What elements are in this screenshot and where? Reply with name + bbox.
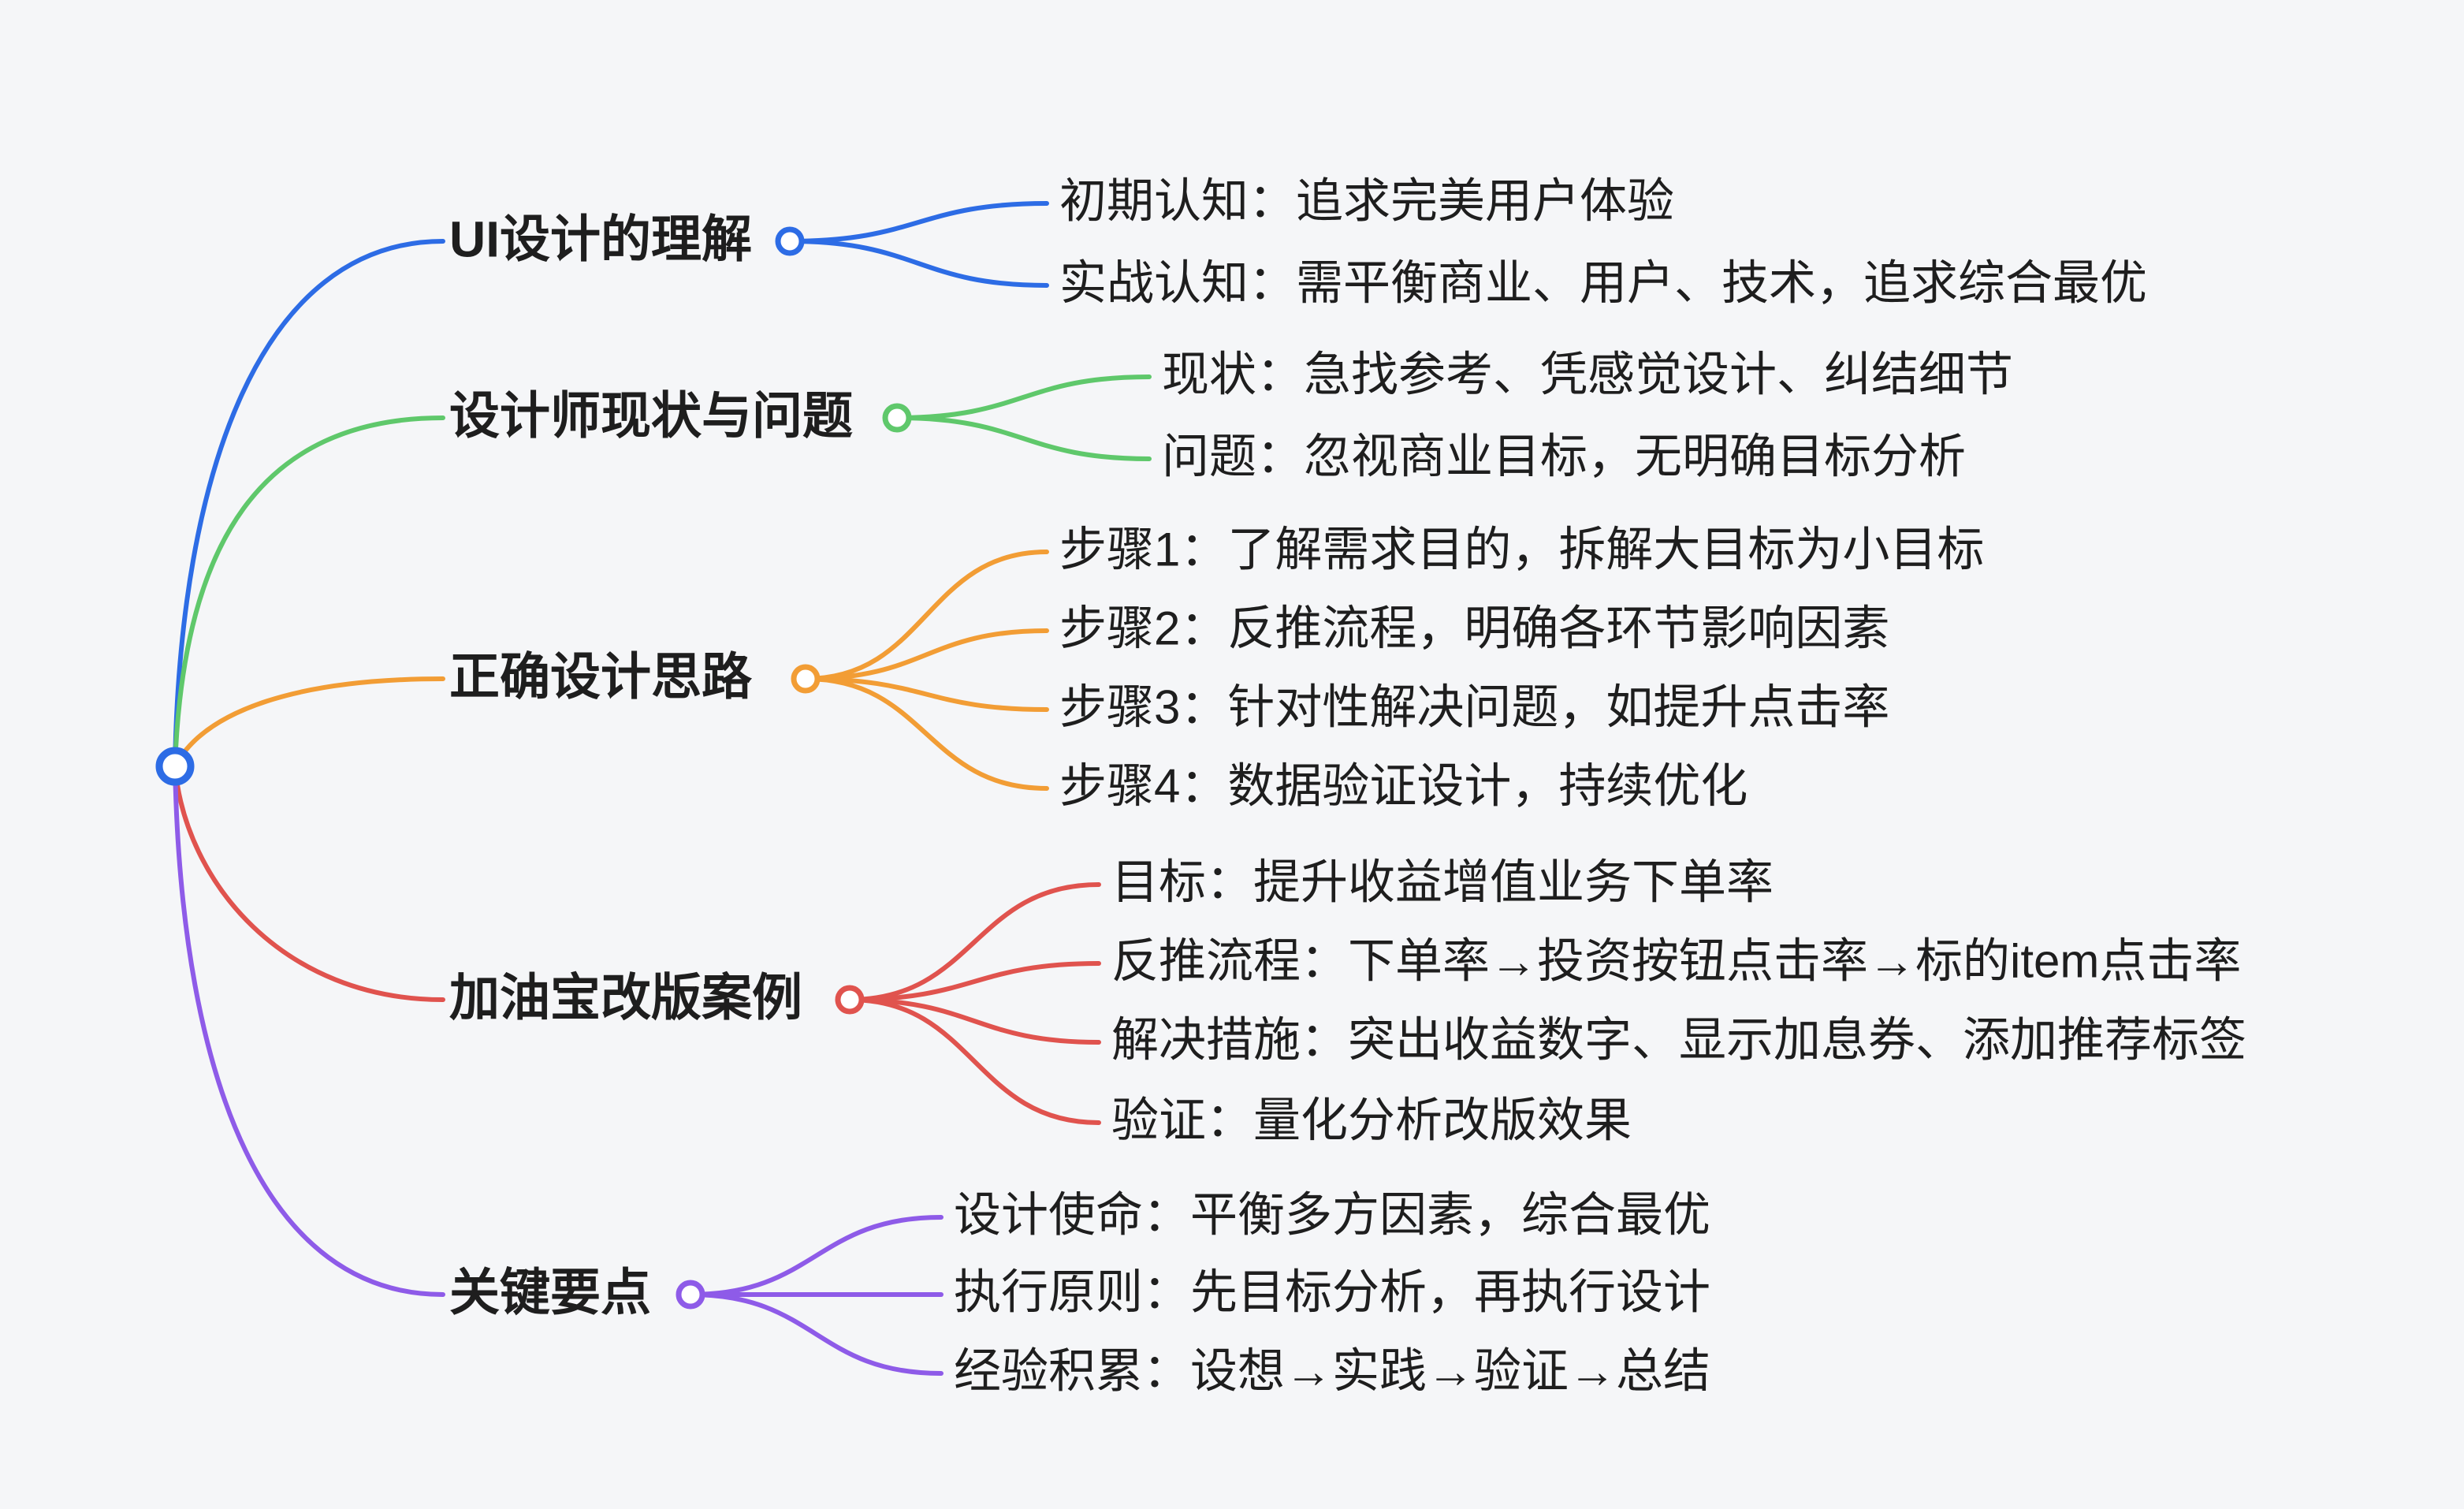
branch-node-jiayoubao-case[interactable]: 加油宝改版案例 — [449, 969, 802, 1026]
child-node[interactable]: 现状：急找参考、凭感觉设计、纠结细节 — [1162, 348, 2013, 401]
child-curve — [847, 997, 1101, 1125]
child-curve — [803, 628, 1049, 681]
child-curve — [803, 550, 1049, 681]
branch-curve-ui — [173, 239, 445, 769]
child-curve — [847, 882, 1101, 1002]
branch-node-key-points[interactable]: 关键要点 — [449, 1264, 651, 1321]
child-curve — [895, 415, 1152, 461]
child-curve — [787, 239, 1049, 288]
child-node[interactable]: 实战认知：需平衡商业、用户、技术，追求综合最优 — [1059, 256, 2147, 310]
branch-curve-keypoints — [173, 764, 445, 1297]
branch-node-designer-status-problems[interactable]: 设计师现状与问题 — [449, 387, 853, 445]
branch-connector-dot[interactable] — [882, 403, 912, 433]
branch-connector-dot[interactable] — [791, 664, 821, 694]
child-node[interactable]: 反推流程：下单率→投资按钮点击率→标的item点击率 — [1111, 934, 2242, 988]
child-node[interactable]: 步骤1：了解需求目的，拆解大目标为小目标 — [1059, 523, 1985, 576]
branch-curve-status — [173, 415, 445, 769]
child-curve — [803, 676, 1049, 712]
child-node[interactable]: 解决措施：突出收益数字、显示加息券、添加推荐标签 — [1111, 1013, 2246, 1067]
child-curve — [895, 374, 1152, 420]
branch-curve-thinking — [173, 676, 445, 769]
branch-node-correct-design-thinking[interactable]: 正确设计思路 — [449, 648, 752, 706]
child-node[interactable]: 执行原则：先目标分析，再执行设计 — [954, 1265, 1710, 1319]
branch-curve-case — [173, 764, 445, 1002]
child-node[interactable]: 问题：忽视商业目标，无明确目标分析 — [1162, 430, 1966, 483]
child-curve — [847, 961, 1101, 1002]
child-node[interactable]: 初期认知：追求完美用户体验 — [1059, 174, 1674, 228]
branch-connector-dot[interactable] — [775, 226, 805, 256]
child-curve — [787, 201, 1049, 244]
child-curve — [688, 1292, 944, 1376]
child-curve — [847, 997, 1101, 1045]
root-node[interactable] — [155, 747, 195, 786]
child-node[interactable]: 设计使命：平衡多方因素，综合最优 — [954, 1188, 1710, 1242]
branch-node-ui-design-understanding[interactable]: UI设计的理解 — [449, 211, 752, 268]
branch-connector-dot[interactable] — [676, 1280, 705, 1310]
child-node[interactable]: 步骤2：反推流程，明确各环节影响因素 — [1059, 602, 1890, 655]
branch-connector-dot[interactable] — [835, 985, 865, 1015]
child-node[interactable]: 步骤4：数据验证设计，持续优化 — [1059, 759, 1748, 813]
child-curve — [688, 1215, 944, 1297]
child-node[interactable]: 验证：量化分析改版效果 — [1111, 1094, 1632, 1147]
child-node[interactable]: 经验积累：设想→实践→验证→总结 — [954, 1344, 1710, 1398]
child-curve — [803, 676, 1049, 791]
child-node[interactable]: 步骤3：针对性解决问题，如提升点击率 — [1059, 680, 1890, 734]
child-node[interactable]: 目标：提升收益增值业务下单率 — [1111, 855, 1774, 909]
